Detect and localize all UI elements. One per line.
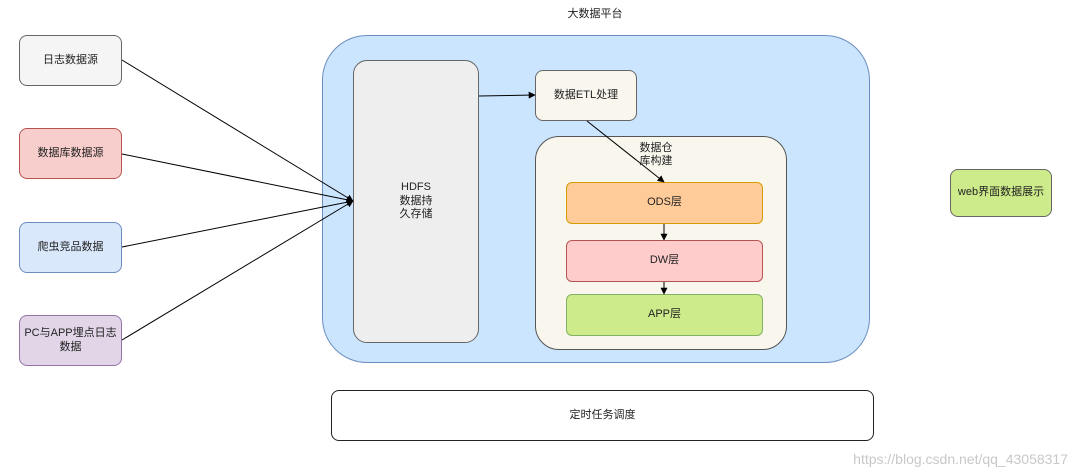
layer-ods: ODS层 (566, 182, 763, 224)
source-tracking: PC与APP埋点日志数据 (19, 315, 122, 366)
hdfs-storage: HDFS 数据持 久存储 (353, 60, 479, 343)
scheduler: 定时任务调度 (331, 390, 874, 441)
source-crawler-label: 爬虫竞品数据 (37, 240, 104, 253)
source-log: 日志数据源 (19, 35, 122, 86)
web-display-label: web界面数据展示 (957, 186, 1045, 199)
layer-app: APP层 (566, 294, 763, 336)
layer-app-label: APP层 (647, 308, 681, 321)
web-display: web界面数据展示 (950, 169, 1052, 217)
layer-dw: DW层 (566, 240, 763, 282)
layer-dw-label: DW层 (649, 254, 680, 267)
arrow-hdfs-to-etl (478, 91, 536, 99)
source-tracking-label: PC与APP埋点日志数据 (24, 326, 117, 353)
layer-ods-label: ODS层 (647, 196, 682, 209)
arrow-log-to-hdfs (121, 59, 354, 202)
platform-title: 大数据平台 (567, 8, 623, 20)
arrow-etl-to-ods (586, 120, 665, 183)
etl-label: 数据ETL处理 (553, 88, 619, 101)
arrow-db-to-hdfs (121, 153, 354, 204)
arrow-crawler-to-hdfs (121, 198, 354, 248)
scheduler-label: 定时任务调度 (569, 408, 636, 421)
source-database: 数据库数据源 (19, 128, 122, 179)
warehouse-label: 数据仓 库构建 (628, 142, 684, 169)
source-database-label: 数据库数据源 (37, 146, 104, 159)
hdfs-label: HDFS 数据持 久存储 (399, 180, 433, 221)
arrow-tracking-to-hdfs (121, 200, 354, 341)
etl-process: 数据ETL处理 (535, 70, 637, 121)
watermark: https://blog.csdn.net/qq_43058317 (853, 451, 1068, 467)
source-log-label: 日志数据源 (43, 53, 98, 66)
source-crawler: 爬虫竞品数据 (19, 222, 122, 273)
